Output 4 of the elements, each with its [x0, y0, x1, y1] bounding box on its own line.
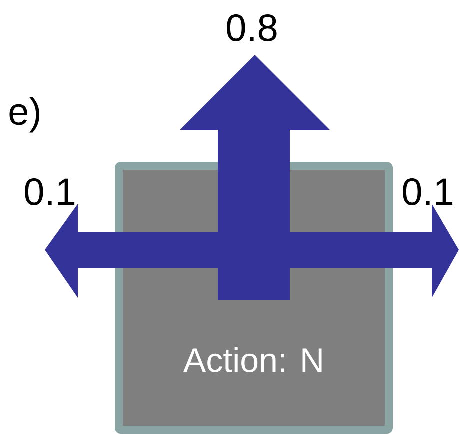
- probability-label: 0.1: [25, 178, 75, 206]
- box-label: Action: N: [184, 348, 322, 372]
- probability-label: 0.8: [227, 14, 277, 42]
- text-fragment: e): [10, 97, 40, 133]
